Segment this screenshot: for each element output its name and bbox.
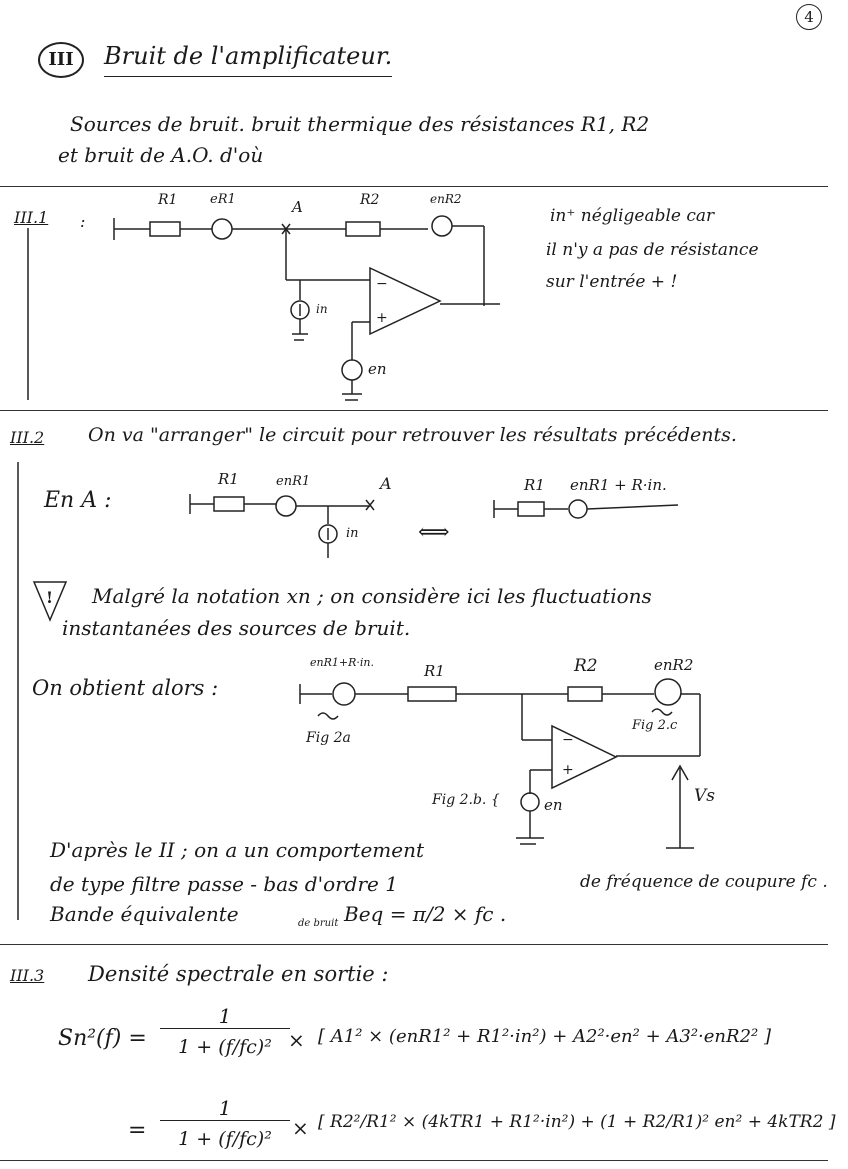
part1-note-2: il n'y a pas de résistance	[546, 240, 759, 260]
filter-line-3b: de bruit	[298, 918, 339, 929]
warning-line-2: instantanées des sources de bruit.	[62, 616, 411, 640]
part1-colon: :	[80, 212, 86, 231]
part1-label: III.1	[14, 208, 49, 227]
part3-label: III.3	[10, 966, 45, 985]
section-numeral: III	[38, 42, 84, 78]
c1-label-en: en	[368, 360, 387, 378]
resistor-r2-c	[567, 686, 603, 702]
part2-label: III.2	[10, 428, 45, 447]
times-1: ×	[288, 1028, 305, 1052]
filter-line-1: D'après le II ; on a un comportement	[50, 838, 425, 862]
bracket-1: [ A1² × (enR1² + R1²·in²) + A2²·en² + A3…	[318, 1026, 771, 1047]
c2-label-r1: R1	[218, 470, 239, 488]
c2-label-r1b: R1	[524, 476, 545, 494]
page-number: 4	[796, 4, 822, 30]
c1-label-r2: R2	[360, 192, 380, 208]
filter-line-3a: Bande équivalente	[50, 902, 239, 926]
c3-label-fig2c: Fig 2.c	[632, 718, 678, 733]
part2-heading: On va "arranger" le circuit pour retrouv…	[88, 424, 737, 446]
resistor-r1-c	[407, 686, 457, 702]
noise-source-sum	[568, 499, 588, 519]
c3-label-minus: −	[562, 732, 574, 748]
part1-note-3: sur l'entrée + !	[546, 272, 678, 292]
c1-label-a: A	[292, 198, 303, 216]
part3-heading: Densité spectrale en sortie :	[88, 962, 389, 986]
fraction-1-num: 1	[160, 1004, 290, 1029]
divider-4	[0, 1160, 828, 1161]
filter-line-2: de type filtre passe - bas d'ordre 1	[50, 872, 398, 896]
opamp-2	[551, 724, 618, 790]
resistor-r1-a	[213, 496, 245, 512]
c1-label-enr2: enR2	[430, 192, 462, 206]
fraction-2-num: 1	[160, 1096, 290, 1121]
c1-label-plus: +	[376, 310, 388, 326]
times-2: ×	[292, 1116, 309, 1140]
part1-note-1: in⁺ négligeable car	[550, 206, 715, 226]
c1-label-er1: eR1	[210, 192, 236, 207]
warning-symbol: !	[46, 588, 54, 607]
c1-label-in: in	[316, 302, 328, 316]
noise-source-main	[332, 682, 356, 706]
warning-triangle	[32, 581, 68, 622]
c3-label-r1: R1	[424, 662, 445, 680]
obtient-label: On obtient alors :	[32, 676, 219, 700]
warning-line-1: Malgré la notation xn ; on considère ici…	[92, 584, 652, 608]
intro-line-1: Sources de bruit. bruit thermique des ré…	[70, 112, 650, 136]
fraction-2-den: 1 + (f/fc)²	[178, 1128, 272, 1150]
c3-label-r2: R2	[574, 656, 598, 676]
c1-label-minus: −	[376, 276, 388, 292]
fraction-1-den: 1 + (f/fc)²	[178, 1036, 272, 1058]
divider-2	[0, 410, 828, 411]
section-title: Bruit de l'amplificateur.	[104, 42, 393, 77]
resistor-r1-b	[517, 501, 545, 517]
equals-2: =	[128, 1118, 147, 1143]
en-a-label: En A :	[44, 488, 112, 513]
c1-label-r1: R1	[158, 192, 178, 208]
noise-source-en-c	[520, 792, 540, 812]
filter-right: de fréquence de coupure fc .	[580, 872, 828, 892]
intro-line-2: et bruit de A.O. d'où	[58, 143, 264, 167]
c2-label-sum: enR1 + R·in.	[570, 476, 667, 494]
c2-label-in: in	[346, 526, 359, 541]
bracket-2: [ R2²/R1² × (4kTR1 + R1²·in²) + (1 + R2/…	[318, 1112, 836, 1132]
c3-label-enr2: enR2	[654, 656, 694, 674]
c3-label-fig2a: Fig 2a	[306, 730, 351, 746]
c3-label-en: en	[544, 796, 563, 814]
divider-1	[0, 186, 828, 187]
c3-label-src: enR1+R·in.	[310, 656, 374, 669]
c2-label-a: A	[380, 474, 392, 493]
c3-label-vs: Vs	[694, 786, 716, 806]
opamp-1	[369, 266, 442, 336]
lhs: Sn²(f) =	[58, 1026, 147, 1051]
filter-line-3c: Beq = π/2 × fc .	[344, 902, 507, 926]
noise-source-enr2-c	[654, 678, 682, 706]
c3-label-fig2b: Fig 2.b. {	[432, 792, 500, 808]
noise-source-enr1-a	[275, 495, 297, 517]
divider-3	[0, 944, 828, 945]
equivalence-symbol: ⟺	[418, 520, 450, 545]
c3-label-plus: +	[562, 762, 574, 778]
c2-label-enr1: enR1	[276, 474, 311, 489]
